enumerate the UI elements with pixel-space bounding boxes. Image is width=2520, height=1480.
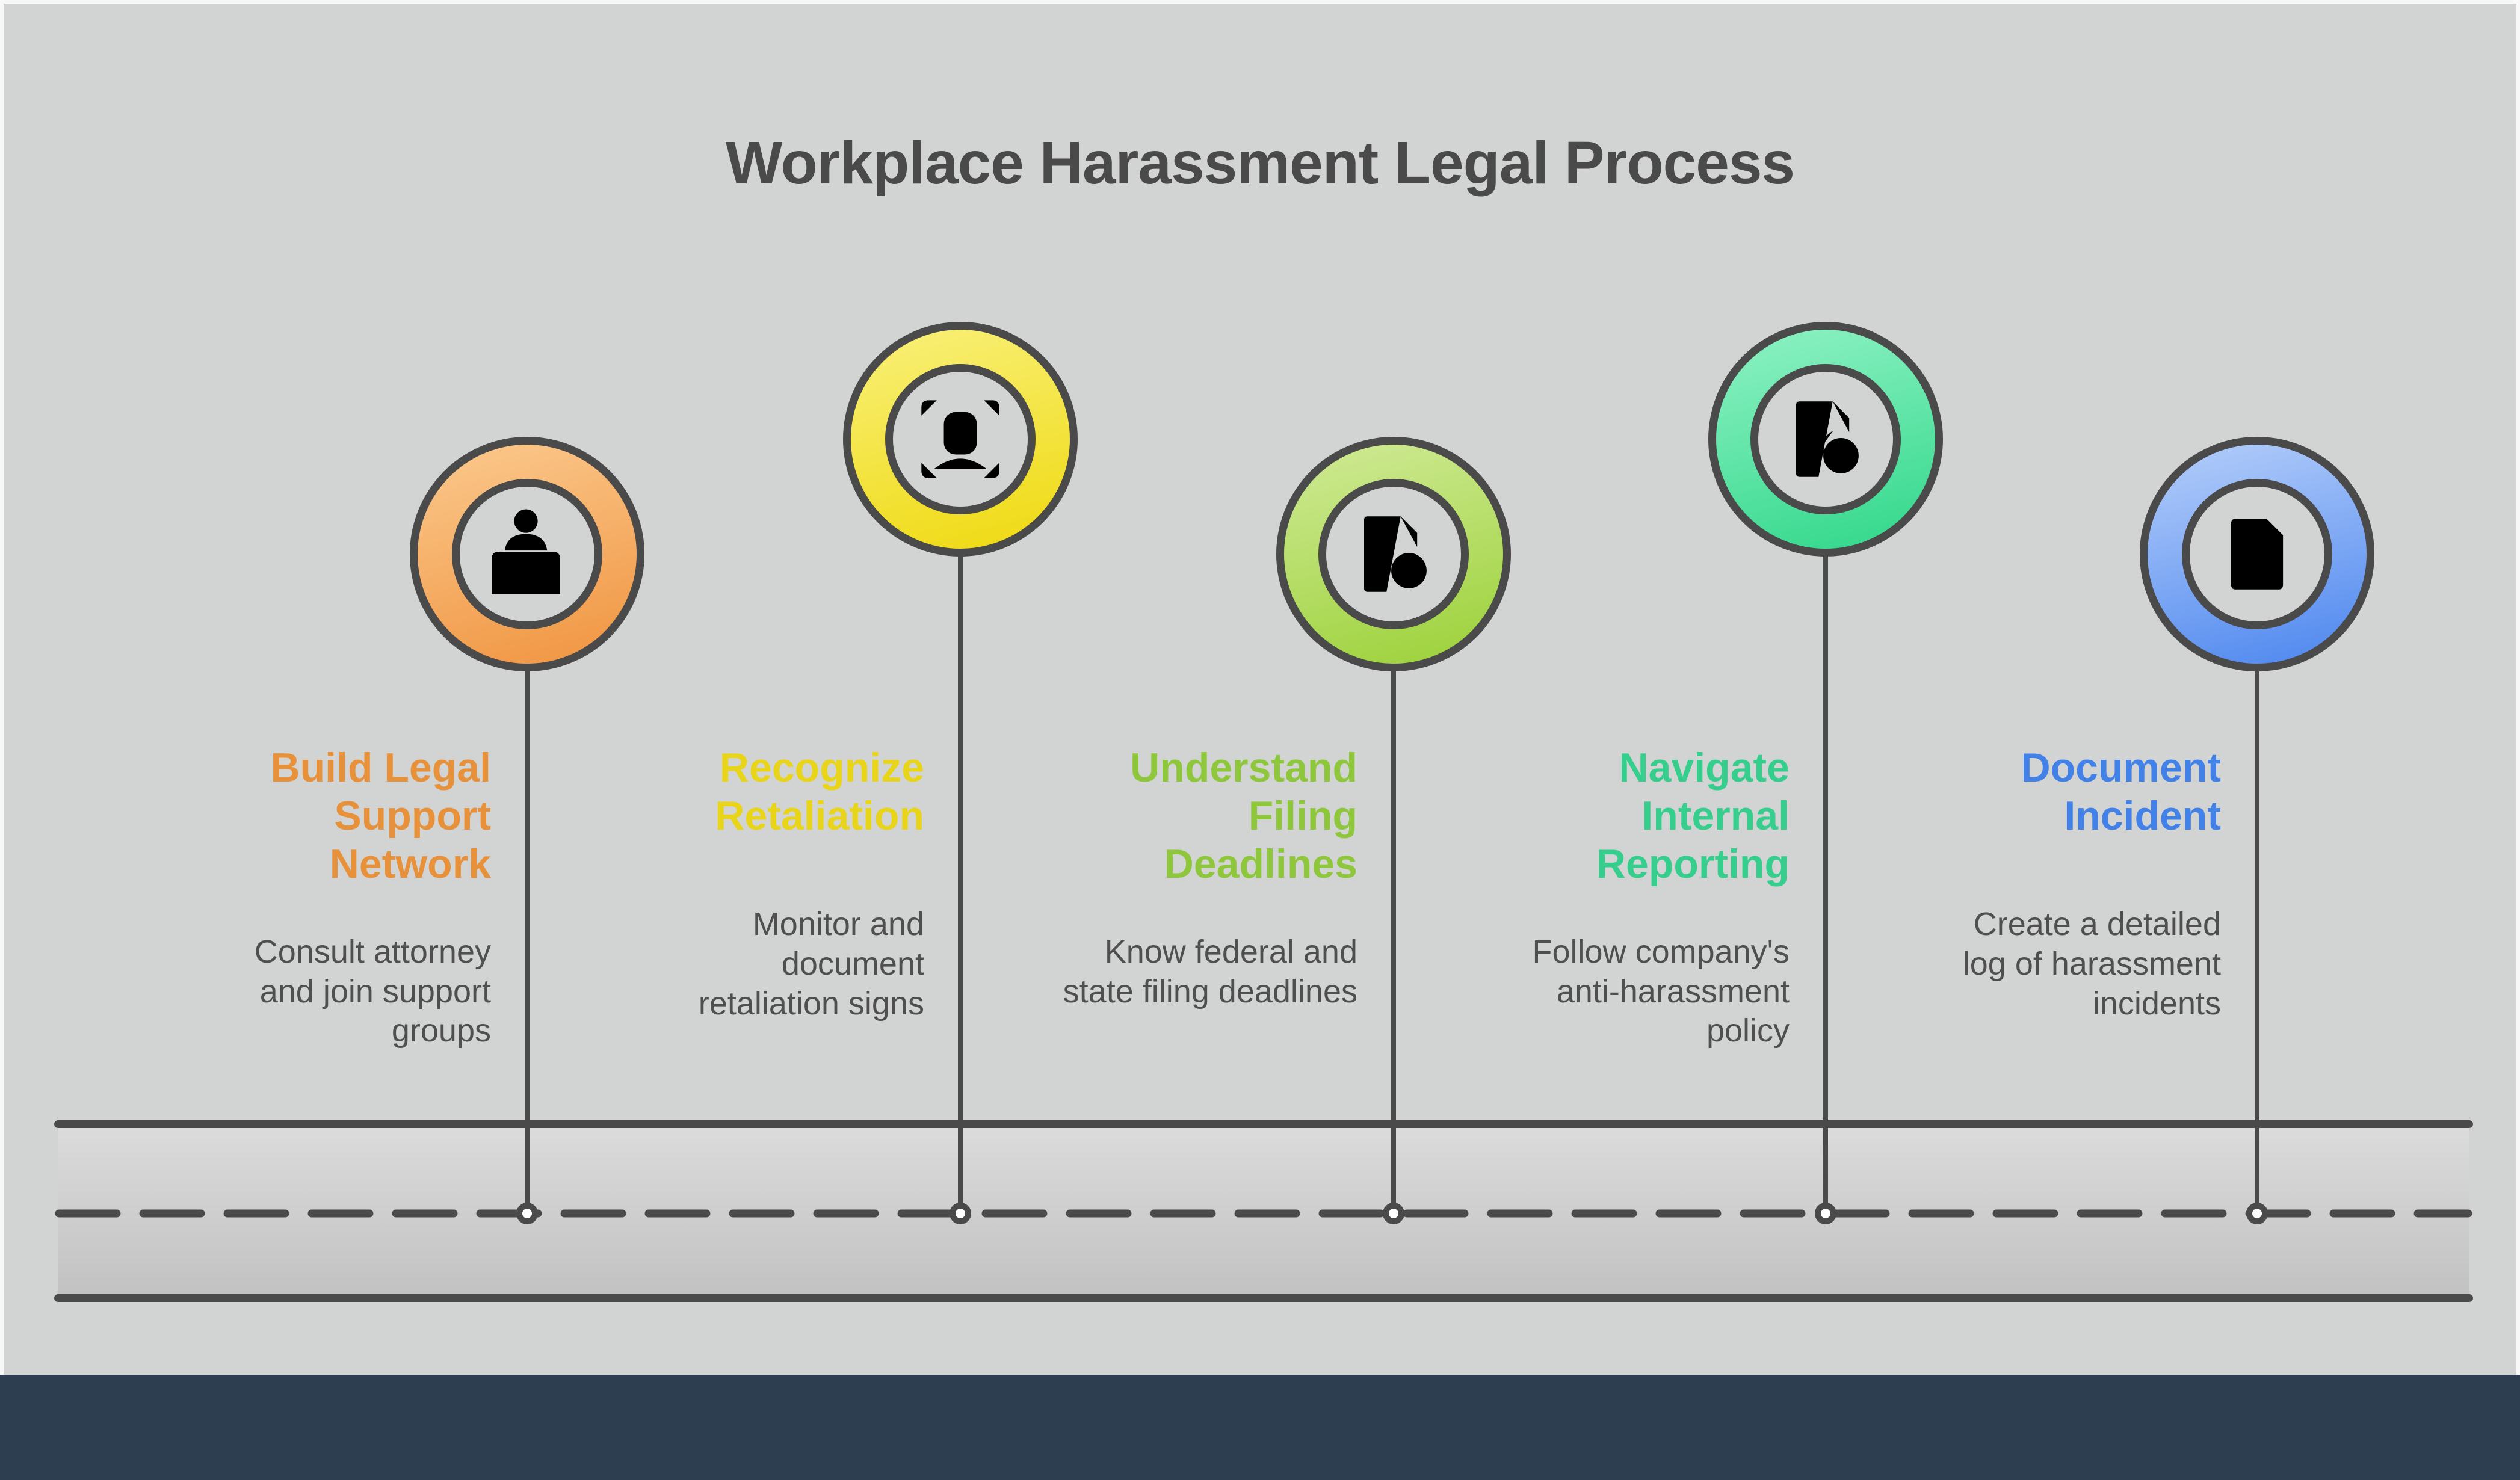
- step-text-block: Build Legal Support Network Consult atto…: [0, 733, 491, 1062]
- step-circle-badge: [843, 322, 1078, 557]
- timeline-node-dot: [2246, 1203, 2268, 1224]
- step-circle-badge: [2140, 437, 2374, 671]
- attorney-scales-icon: [468, 495, 586, 613]
- step-connector-line: [1391, 667, 1396, 1213]
- step-circle-badge: [410, 437, 644, 671]
- step-text-block: Document Incident Create a detailed log …: [1643, 733, 2221, 1035]
- step-text-block: Navigate Internal Reporting Follow compa…: [1212, 733, 1790, 1062]
- step-title: Document Incident: [2021, 745, 2221, 839]
- step-circle-badge: [1276, 437, 1511, 671]
- document-clock-icon: [1335, 495, 1453, 613]
- step-connector-line: [2255, 667, 2259, 1213]
- timeline-node-dot: [1383, 1203, 1404, 1224]
- step-circle-inner: [452, 479, 602, 629]
- infographic-canvas: Workplace Harassment Legal Process Build…: [4, 4, 2516, 1375]
- step-circle-badge: [1708, 322, 1943, 557]
- step-circle-inner: [1318, 479, 1469, 629]
- timeline-node-dot: [950, 1203, 971, 1224]
- road-top-edge: [54, 1120, 2473, 1128]
- road-bottom-edge: [54, 1294, 2473, 1302]
- step-description: Follow company's anti-harassment policy: [1532, 933, 1790, 1049]
- step-text-block: Understand Filing Deadlines Know federal…: [780, 733, 1357, 1022]
- step-circle-inner: [1750, 364, 1901, 514]
- step-connector-line: [1823, 552, 1828, 1213]
- footer-bar: [0, 1375, 2520, 1480]
- step-description: Know federal and state filing deadlines: [1063, 933, 1357, 1010]
- step-title: Build Legal Support Network: [270, 745, 491, 887]
- step-description: Monitor and document retaliation signs: [698, 906, 924, 1022]
- timeline-node-dot: [516, 1203, 538, 1224]
- step-circle-inner: [885, 364, 1036, 514]
- step-description: Create a detailed log of harassment inci…: [1962, 906, 2221, 1022]
- road-dashed-center-line: [55, 1209, 2472, 1218]
- document-icon: [2198, 495, 2316, 613]
- step-title: Understand Filing Deadlines: [1130, 745, 1357, 887]
- step-title: Recognize Retaliation: [715, 745, 924, 839]
- step-circle-inner: [2182, 479, 2332, 629]
- step-connector-line: [958, 552, 963, 1213]
- step-title: Navigate Internal Reporting: [1596, 745, 1790, 887]
- page-title: Workplace Harassment Legal Process: [725, 129, 1795, 197]
- step-connector-line: [525, 667, 530, 1213]
- timeline-node-dot: [1815, 1203, 1836, 1224]
- report-info-icon: [1767, 380, 1885, 498]
- step-description: Consult attorney and join support groups: [254, 933, 491, 1049]
- step-text-block: Recognize Retaliation Monitor and docume…: [347, 733, 924, 1035]
- face-scan-icon: [901, 380, 1019, 498]
